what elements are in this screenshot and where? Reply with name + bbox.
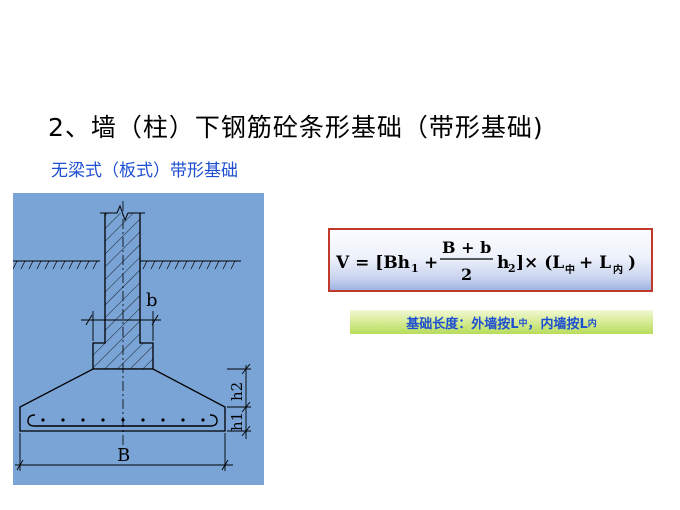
rebar [27, 414, 218, 427]
label-h2: h2 [228, 382, 246, 401]
label-h1: h1 [228, 412, 246, 431]
note-sub-mid: 中 [518, 318, 528, 329]
formula-close-times: ]× (L [516, 253, 564, 273]
wall-break-line [100, 204, 145, 222]
slide-title: 2、墙（柱）下钢筋砼条形基础（带形基础) [48, 113, 544, 142]
volume-formula-box: V = [Bh 1 + B + b 2 h 2 ]× (L 中 + L 内 ) [328, 228, 653, 292]
formula-h: h [497, 253, 509, 273]
footing-section [19, 368, 226, 432]
label-B: B [117, 445, 130, 466]
formula-plus: + [424, 253, 438, 273]
formula-sub-in: 内 [613, 263, 623, 276]
formula-close: ) [628, 253, 636, 273]
dimension-b [81, 311, 161, 341]
note-prefix: 基础长度：外墙按L [406, 316, 519, 332]
ground-line [13, 260, 241, 270]
label-b: b [146, 290, 158, 311]
strip-foundation-diagram: b B h2 h1 [13, 193, 264, 485]
formula-sub-1: 1 [411, 262, 419, 275]
formula-v-prefix: V = [Bh [335, 253, 410, 273]
formula-denominator: 2 [461, 265, 472, 284]
formula-sub-2: 2 [508, 262, 516, 275]
note-middle: ，内墙按L [527, 316, 588, 332]
volume-formula: V = [Bh 1 + B + b 2 h 2 ]× (L 中 + L 内 ) [335, 238, 636, 284]
formula-numerator: B + b [442, 238, 491, 257]
formula-plus2: + L [579, 253, 611, 273]
note-sub-in: 内 [587, 318, 597, 329]
rebar-dots [41, 418, 205, 422]
dimension-h [227, 363, 251, 439]
formula-sub-mid: 中 [565, 263, 575, 276]
slide-subtitle: 无梁式（板式）带形基础 [51, 161, 238, 181]
dimension-B [15, 433, 233, 471]
